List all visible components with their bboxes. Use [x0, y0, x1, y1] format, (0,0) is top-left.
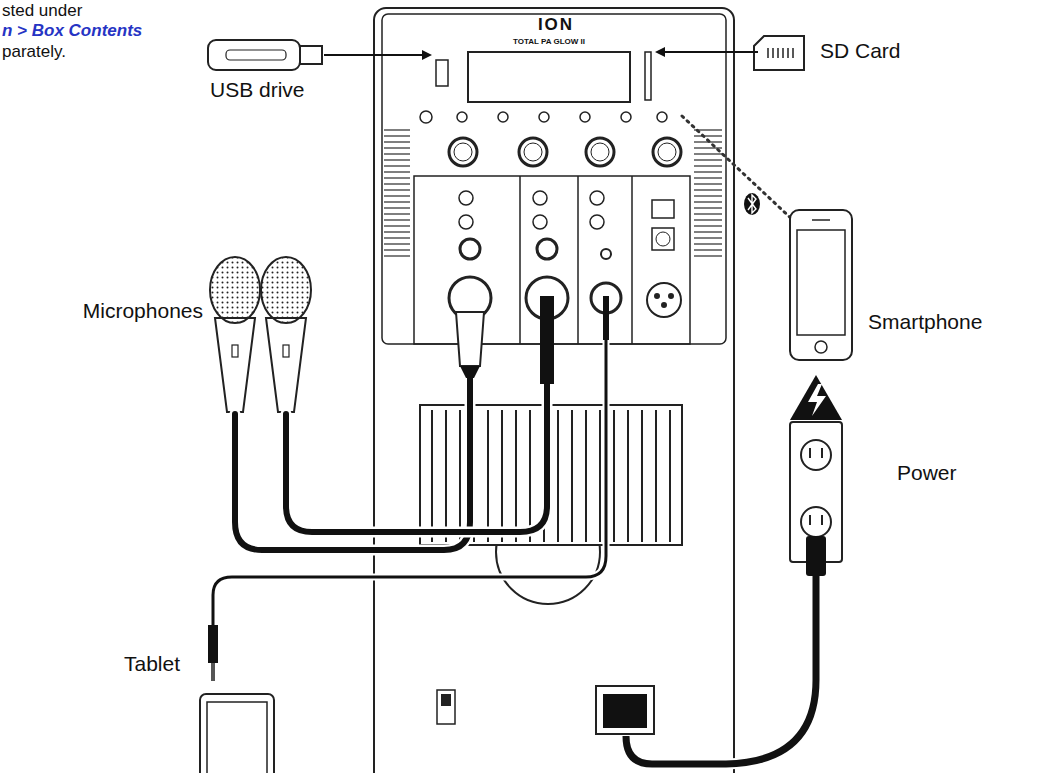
cable-plugs — [208, 296, 609, 681]
part-name: Smartphone — [868, 310, 982, 334]
usb-drive — [208, 40, 430, 70]
note-text: sted under — [2, 1, 82, 21]
note-link: n > Box Contents — [2, 21, 142, 41]
smartphone-icon — [790, 210, 852, 360]
power-outlet — [626, 375, 842, 764]
note-text: parately. — [2, 42, 66, 62]
tablet-icon — [200, 694, 274, 773]
model-name: TOTAL PA GLOW II — [513, 37, 585, 46]
part-name: SD Card — [820, 39, 901, 63]
part-name: Microphones — [83, 299, 203, 323]
power-inlet — [596, 686, 654, 734]
speaker-body — [374, 8, 734, 773]
brand-logo: ION — [538, 15, 574, 35]
bluetooth-link — [682, 116, 795, 222]
side-grille — [384, 130, 722, 256]
power-switch — [437, 690, 455, 724]
part-name: USB drive — [210, 78, 305, 102]
part-name: Tablet — [124, 652, 180, 676]
part-name: Power — [897, 461, 957, 485]
microphone-icon — [210, 257, 311, 412]
sd-card — [657, 36, 804, 70]
